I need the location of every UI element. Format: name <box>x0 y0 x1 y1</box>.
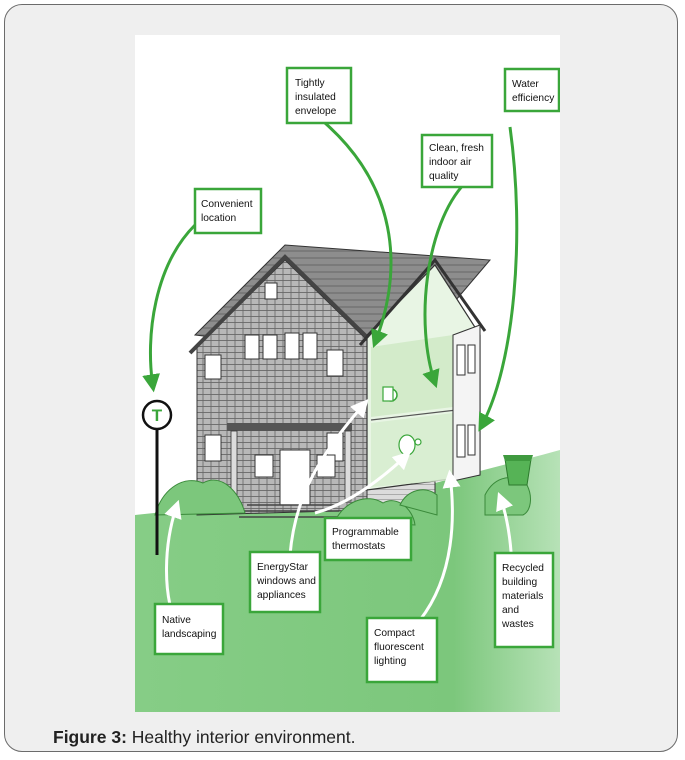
svg-text:and: and <box>502 605 519 616</box>
svg-text:thermostats: thermostats <box>332 541 385 552</box>
label-convenient-location: Convenient location <box>193 187 263 235</box>
label-programmable-thermostats: Programmable thermostats <box>323 516 413 562</box>
svg-text:Compact: Compact <box>374 628 415 639</box>
svg-text:windows and: windows and <box>256 576 316 587</box>
svg-text:landscaping: landscaping <box>162 629 217 640</box>
label-native-landscaping: Native landscaping <box>153 602 225 656</box>
svg-text:Water: Water <box>512 79 539 90</box>
figure-frame: T Tightly insulated envelope Water e <box>4 4 678 752</box>
svg-text:insulated: insulated <box>295 92 336 103</box>
svg-text:building: building <box>502 577 537 588</box>
label-recycled-materials: Recycled building materials and wastes <box>493 551 555 649</box>
svg-text:Clean, fresh: Clean, fresh <box>429 143 484 154</box>
recycling-bin <box>503 455 533 486</box>
svg-text:Recycled: Recycled <box>502 563 544 574</box>
svg-text:Convenient: Convenient <box>201 199 253 210</box>
label-clean-air: Clean, fresh indoor air quality <box>420 133 494 189</box>
svg-text:fluorescent: fluorescent <box>374 642 424 653</box>
svg-text:Native: Native <box>162 615 191 626</box>
house-diagram: T Tightly insulated envelope Water e <box>135 35 560 712</box>
transit-sign: T <box>141 399 173 555</box>
porch <box>227 423 352 518</box>
label-energystar: EnergyStar windows and appliances <box>248 550 322 614</box>
svg-text:EnergyStar: EnergyStar <box>257 562 309 573</box>
green-arrows <box>142 121 519 432</box>
caption-prefix: Figure 3: <box>53 727 127 747</box>
transit-sign-letter: T <box>152 406 163 425</box>
svg-text:indoor air: indoor air <box>429 157 472 168</box>
svg-text:location: location <box>201 213 236 224</box>
label-tightly-insulated: Tightly insulated envelope <box>285 66 353 125</box>
svg-text:quality: quality <box>429 171 459 182</box>
svg-text:Programmable: Programmable <box>332 527 399 538</box>
svg-text:appliances: appliances <box>257 590 306 601</box>
svg-text:envelope: envelope <box>295 106 337 117</box>
label-water-efficiency: Water efficiency <box>503 67 560 113</box>
svg-text:lighting: lighting <box>374 656 407 667</box>
windows-left <box>204 282 344 462</box>
svg-text:materials: materials <box>502 591 543 602</box>
svg-text:wastes: wastes <box>501 619 534 630</box>
svg-text:efficiency: efficiency <box>512 93 555 104</box>
label-compact-fluorescent: Compact fluorescent lighting <box>365 616 439 684</box>
caption-text: Healthy interior environment. <box>126 727 356 747</box>
svg-text:Tightly: Tightly <box>295 78 326 89</box>
figure-caption: Figure 3: Healthy interior environment. <box>53 727 355 748</box>
